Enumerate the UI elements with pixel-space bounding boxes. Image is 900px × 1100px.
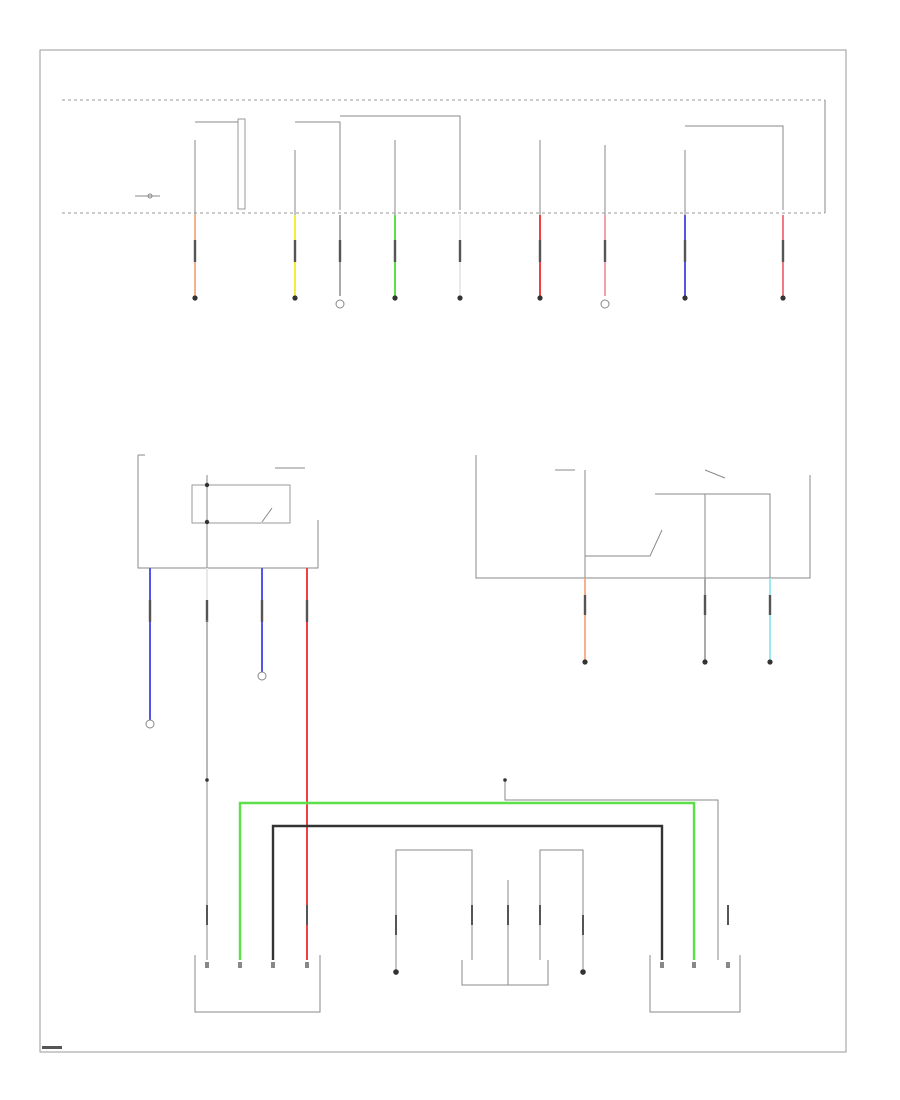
bus-black bbox=[271, 824, 664, 960]
mid-left-module bbox=[137, 454, 319, 569]
ground-terminal bbox=[335, 299, 345, 309]
wire-end-node bbox=[767, 659, 773, 665]
relay-switch bbox=[261, 507, 273, 523]
mid-left-box bbox=[137, 455, 319, 569]
bus-green bbox=[238, 801, 696, 960]
page-marker bbox=[42, 1046, 62, 1049]
top-fuse-block bbox=[62, 99, 826, 214]
connector-ticks bbox=[206, 905, 729, 935]
bottom-loop-b bbox=[539, 849, 584, 975]
wire-end-node bbox=[457, 295, 463, 301]
bottom-junction bbox=[503, 778, 507, 782]
bottom-loop-a bbox=[395, 849, 473, 975]
mid-left-wires bbox=[145, 568, 309, 960]
wire-end-node bbox=[192, 295, 198, 301]
connector-right bbox=[649, 955, 741, 1013]
page-frame bbox=[39, 49, 847, 1053]
wire-end-node bbox=[682, 295, 688, 301]
wire-end-node bbox=[292, 295, 298, 301]
connector-right-pins bbox=[660, 962, 730, 968]
relay-node bbox=[204, 482, 210, 488]
mid-right-wires bbox=[582, 578, 773, 665]
relay-coil-box bbox=[191, 484, 291, 524]
relay-box bbox=[237, 118, 246, 210]
wire-end-node bbox=[702, 659, 708, 665]
connector-left-pins bbox=[205, 962, 309, 968]
fuse-column bbox=[194, 140, 686, 215]
mid-right-switch bbox=[585, 529, 663, 557]
mid-right-switch-b bbox=[704, 469, 726, 479]
ground-terminal bbox=[600, 299, 610, 309]
bottom-feed-right bbox=[504, 780, 719, 960]
wire-end-node bbox=[537, 295, 543, 301]
wire-end-node bbox=[582, 659, 588, 665]
top-wires bbox=[192, 215, 786, 309]
mid-right-top-line bbox=[655, 493, 771, 578]
bottom-connectors bbox=[194, 955, 741, 1013]
relay-node bbox=[204, 519, 210, 525]
bottom-buses bbox=[238, 801, 696, 960]
wire-end-node bbox=[392, 295, 398, 301]
top-fuse-columns bbox=[194, 140, 686, 215]
ground-point bbox=[580, 969, 586, 975]
connector-left bbox=[194, 955, 321, 1013]
mid-right-module bbox=[475, 455, 811, 579]
feed-line-b bbox=[340, 115, 461, 210]
ground-terminal bbox=[257, 671, 267, 681]
connector-center bbox=[461, 960, 549, 986]
ground-point bbox=[393, 969, 399, 975]
left-ground-terminal bbox=[147, 193, 153, 199]
ground-terminal bbox=[145, 719, 155, 729]
mid-right-box bbox=[475, 455, 811, 579]
wire-end-node bbox=[780, 295, 786, 301]
bottom-junction bbox=[205, 778, 209, 782]
feed-line-a bbox=[295, 121, 341, 210]
feed-line-c bbox=[685, 125, 784, 210]
